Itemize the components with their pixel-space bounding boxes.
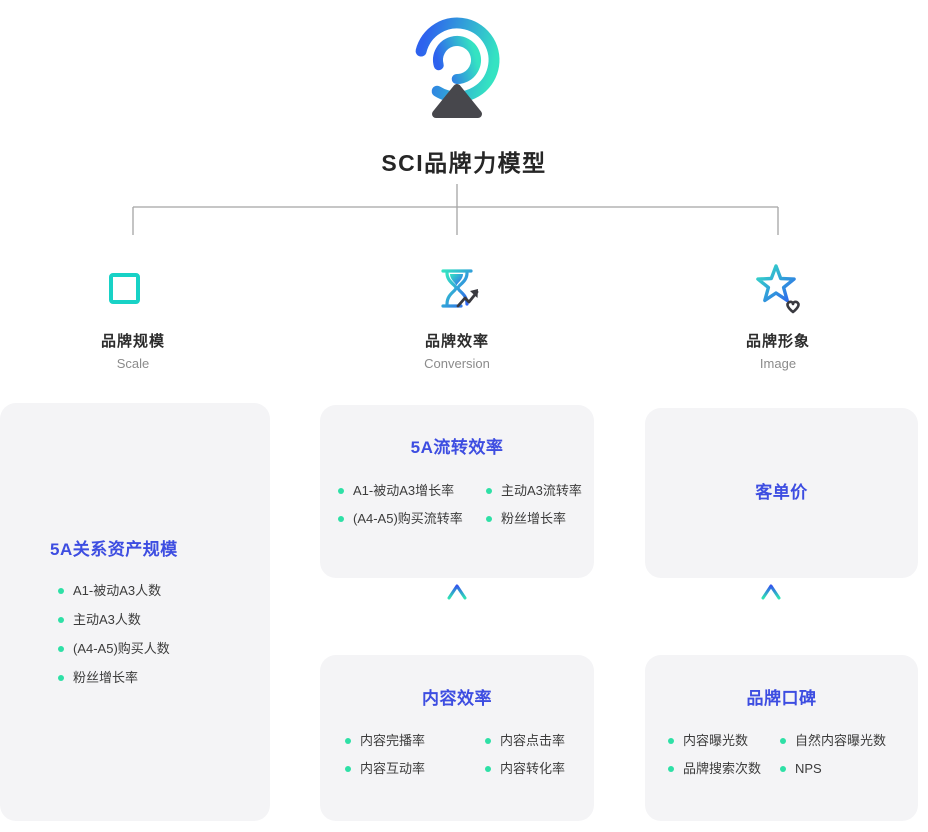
bullet-grid-brand-reputation: 内容曝光数 自然内容曝光数 品牌搜索次数 NPS bbox=[645, 734, 918, 775]
bullet-text: NPS bbox=[795, 761, 822, 776]
up-arrow-icon bbox=[445, 582, 469, 652]
branch-scale: 品牌规模 Scale bbox=[63, 250, 203, 371]
card-brand-reputation: 品牌口碑 内容曝光数 自然内容曝光数 品牌搜索次数 NPS bbox=[645, 655, 918, 821]
bullet-item: 内容完播率 bbox=[345, 734, 485, 747]
bullet-dot bbox=[486, 515, 492, 522]
bullet-item: (A4-A5)购买流转率 bbox=[338, 512, 486, 525]
card-content-efficiency: 内容效率 内容完播率 内容点击率 内容互动率 内容转化率 bbox=[320, 655, 594, 821]
bullet-item: 内容曝光数 bbox=[668, 734, 780, 747]
bullet-text: (A4-A5)购买人数 bbox=[73, 641, 170, 656]
bullet-grid-flow-efficiency: A1-被动A3增长率 主动A3流转率 (A4-A5)购买流转率 粉丝增长率 bbox=[320, 484, 594, 525]
bullet-text: 内容互动率 bbox=[360, 761, 426, 776]
bullet-item: 自然内容曝光数 bbox=[780, 734, 914, 747]
branch-label-image: 品牌形象 bbox=[745, 333, 810, 350]
bullet-dot bbox=[58, 587, 64, 594]
bullet-dot bbox=[486, 487, 492, 494]
bullet-text: A1-被动A3人数 bbox=[73, 583, 162, 598]
up-arrow-icon bbox=[759, 582, 783, 652]
bullet-item: 品牌搜索次数 bbox=[668, 762, 780, 775]
bullet-text: 自然内容曝光数 bbox=[795, 733, 887, 748]
layers-icon bbox=[63, 250, 203, 316]
branch-conversion: 品牌效率 Conversion bbox=[387, 250, 527, 371]
bullet-grid-content-efficiency: 内容完播率 内容点击率 内容互动率 内容转化率 bbox=[320, 734, 594, 775]
sci-logo-icon bbox=[407, 8, 507, 126]
bullet-item: 粉丝增长率 bbox=[486, 512, 586, 525]
bullet-dot bbox=[338, 515, 344, 522]
bullet-dot bbox=[780, 765, 786, 772]
card-5a-assets: 5A关系资产规模 A1-被动A3人数 主动A3人数 (A4-A5)购买人数 粉丝… bbox=[0, 403, 270, 821]
card-heading-brand-reputation: 品牌口碑 bbox=[746, 689, 817, 708]
bullet-text: 内容点击率 bbox=[500, 733, 566, 748]
bullet-dot bbox=[780, 737, 786, 744]
card-heading-content-efficiency: 内容效率 bbox=[422, 689, 492, 708]
bullet-dot bbox=[345, 737, 351, 744]
bullet-dot bbox=[338, 487, 344, 494]
star-heart-icon bbox=[708, 250, 848, 316]
bullet-text: 内容转化率 bbox=[500, 761, 566, 776]
diagram-title: SCI品牌力模型 bbox=[381, 150, 547, 176]
bullet-dot bbox=[485, 765, 491, 772]
bullet-item: 内容互动率 bbox=[345, 762, 485, 775]
bullet-text: (A4-A5)购买流转率 bbox=[353, 511, 463, 526]
bullet-item: 主动A3流转率 bbox=[486, 484, 586, 497]
branch-label-scale: 品牌规模 bbox=[100, 333, 165, 350]
bullet-dot bbox=[485, 737, 491, 744]
card-customer-price: 客单价 bbox=[645, 408, 918, 578]
hourglass-icon bbox=[387, 250, 527, 316]
branch-sublabel-scale: Scale bbox=[116, 356, 150, 371]
bullet-dot bbox=[58, 645, 64, 652]
bullet-item: 内容点击率 bbox=[485, 734, 586, 747]
bullet-text: 内容完播率 bbox=[360, 733, 426, 748]
bullet-dot bbox=[58, 616, 64, 623]
bullet-dot bbox=[345, 765, 351, 772]
bullet-text: 粉丝增长率 bbox=[501, 511, 567, 526]
connector-lines bbox=[132, 184, 779, 235]
card-flow-efficiency: 5A流转效率 A1-被动A3增长率 主动A3流转率 (A4-A5)购买流转率 粉… bbox=[320, 405, 594, 578]
branch-image: 品牌形象 Image bbox=[708, 250, 848, 371]
bullet-dot bbox=[58, 674, 64, 681]
branch-label-conversion: 品牌效率 bbox=[424, 333, 489, 350]
bullet-dot bbox=[668, 737, 674, 744]
card-heading-customer-price: 客单价 bbox=[755, 483, 808, 502]
bullet-item: 内容转化率 bbox=[485, 762, 586, 775]
bullet-text: 内容曝光数 bbox=[683, 733, 749, 748]
bullet-text: 主动A3人数 bbox=[73, 612, 141, 627]
bullet-item: A1-被动A3人数 bbox=[58, 584, 250, 597]
bullet-text: 品牌搜索次数 bbox=[683, 761, 762, 776]
bullet-item: 主动A3人数 bbox=[58, 613, 250, 626]
bullet-item: 粉丝增长率 bbox=[58, 671, 250, 684]
bullet-list-5a-assets: A1-被动A3人数 主动A3人数 (A4-A5)购买人数 粉丝增长率 bbox=[50, 584, 250, 684]
bullet-dot bbox=[668, 765, 674, 772]
branch-sublabel-conversion: Conversion bbox=[424, 356, 490, 371]
bullet-item: NPS bbox=[780, 762, 914, 775]
bullet-text: 主动A3流转率 bbox=[501, 483, 582, 498]
bullet-text: A1-被动A3增长率 bbox=[353, 483, 455, 498]
branch-sublabel-image: Image bbox=[759, 356, 797, 371]
bullet-item: A1-被动A3增长率 bbox=[338, 484, 486, 497]
card-heading-flow-efficiency: 5A流转效率 bbox=[410, 438, 504, 457]
bullet-item: (A4-A5)购买人数 bbox=[58, 642, 250, 655]
card-heading-5a-assets: 5A关系资产规模 bbox=[50, 540, 178, 559]
bullet-text: 粉丝增长率 bbox=[73, 670, 139, 685]
